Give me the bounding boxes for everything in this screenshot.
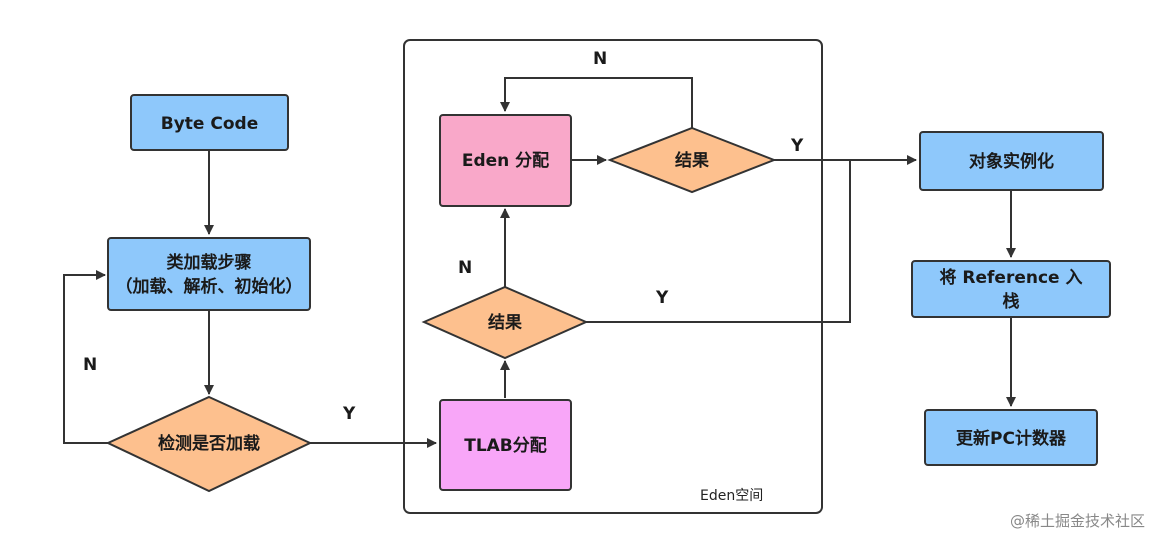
push-reference-label-line2: 栈 bbox=[1003, 291, 1020, 312]
node-eden-alloc: Eden 分配 bbox=[439, 114, 572, 207]
node-check-loaded: 检测是否加载 bbox=[105, 395, 313, 493]
edge-label-check-yes: Y bbox=[342, 404, 356, 424]
watermark: @稀土掘金技术社区 bbox=[1010, 512, 1145, 530]
node-push-reference: 将 Reference 入 栈 bbox=[911, 260, 1111, 318]
node-update-pc: 更新PC计数器 bbox=[924, 409, 1098, 466]
edge-label-lower-no: N bbox=[458, 258, 472, 278]
class-loading-label-line2: （加载、解析、初始化） bbox=[116, 276, 303, 297]
tlab-alloc-label: TLAB分配 bbox=[464, 436, 547, 456]
check-loaded-label: 检测是否加载 bbox=[158, 433, 260, 454]
result-lower-label: 结果 bbox=[488, 312, 522, 333]
eden-alloc-label: Eden 分配 bbox=[462, 151, 549, 171]
result-upper-label: 结果 bbox=[675, 150, 709, 171]
class-loading-label-line1: 类加载步骤 bbox=[167, 252, 252, 273]
node-byte-code: Byte Code bbox=[130, 94, 289, 151]
edge-label-upper-no: N bbox=[593, 49, 607, 69]
node-tlab-alloc: TLAB分配 bbox=[439, 399, 572, 491]
node-class-loading: 类加载步骤 （加载、解析、初始化） bbox=[107, 237, 311, 311]
edge-label-upper-yes: Y bbox=[790, 136, 804, 156]
instantiate-label: 对象实例化 bbox=[969, 151, 1054, 172]
edge-label-lower-yes: Y bbox=[655, 288, 669, 308]
edge-upper-result-no-loop bbox=[500, 77, 693, 128]
push-reference-label-line1: 将 Reference 入 bbox=[939, 267, 1082, 288]
update-pc-label: 更新PC计数器 bbox=[956, 428, 1067, 449]
edge-label-loop-no: N bbox=[83, 355, 97, 375]
byte-code-label: Byte Code bbox=[161, 114, 258, 134]
node-result-upper: 结果 bbox=[607, 126, 777, 194]
eden-space-label: Eden空间 bbox=[700, 488, 763, 504]
edge-check-no-loop bbox=[63, 270, 108, 444]
node-result-lower: 结果 bbox=[421, 285, 589, 360]
edge-lower-result-yes bbox=[586, 160, 851, 323]
edges bbox=[63, 77, 1016, 448]
eden-space-region: Eden空间 bbox=[403, 39, 823, 514]
node-instantiate: 对象实例化 bbox=[919, 131, 1104, 191]
